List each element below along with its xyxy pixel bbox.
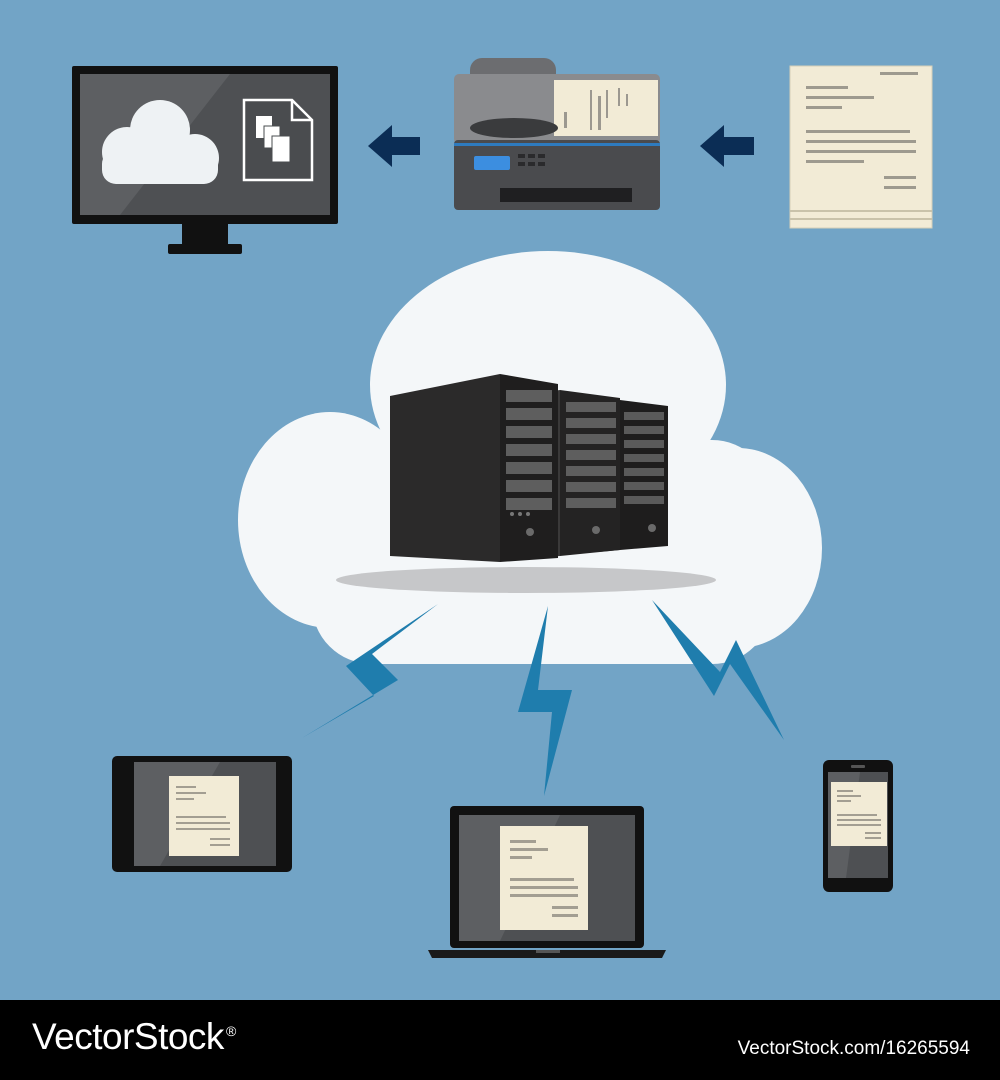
registered-mark: ®	[225, 1022, 236, 1039]
monitor-cloud-icon	[102, 100, 219, 184]
tablet-icon	[112, 756, 292, 872]
lightning-bolt-icon	[652, 600, 784, 740]
cloud-document-sync-illustration	[72, 58, 933, 958]
lightning-bolt-icon	[518, 606, 572, 796]
document-icon	[789, 65, 933, 229]
lightning-bolt-icon	[302, 604, 438, 738]
monitor-files-icon	[242, 98, 314, 182]
cloud-server-icon	[238, 251, 822, 664]
laptop-icon	[428, 806, 666, 958]
server-tower	[390, 374, 558, 562]
server-shadow	[336, 567, 716, 593]
scanner-icon	[454, 58, 660, 210]
footer-url[interactable]: VectorStock.com/16265594	[737, 1038, 970, 1059]
arrow-left-icon	[368, 125, 420, 167]
monitor-icon	[72, 66, 338, 254]
arrow-left-icon	[700, 125, 754, 167]
brand-logo: VectorStock®	[32, 1016, 236, 1058]
brand-name: VectorStock	[32, 1016, 224, 1057]
smartphone-icon	[823, 760, 893, 892]
footer-bar: VectorStock® VectorStock.com/16265594	[0, 1000, 1000, 1080]
